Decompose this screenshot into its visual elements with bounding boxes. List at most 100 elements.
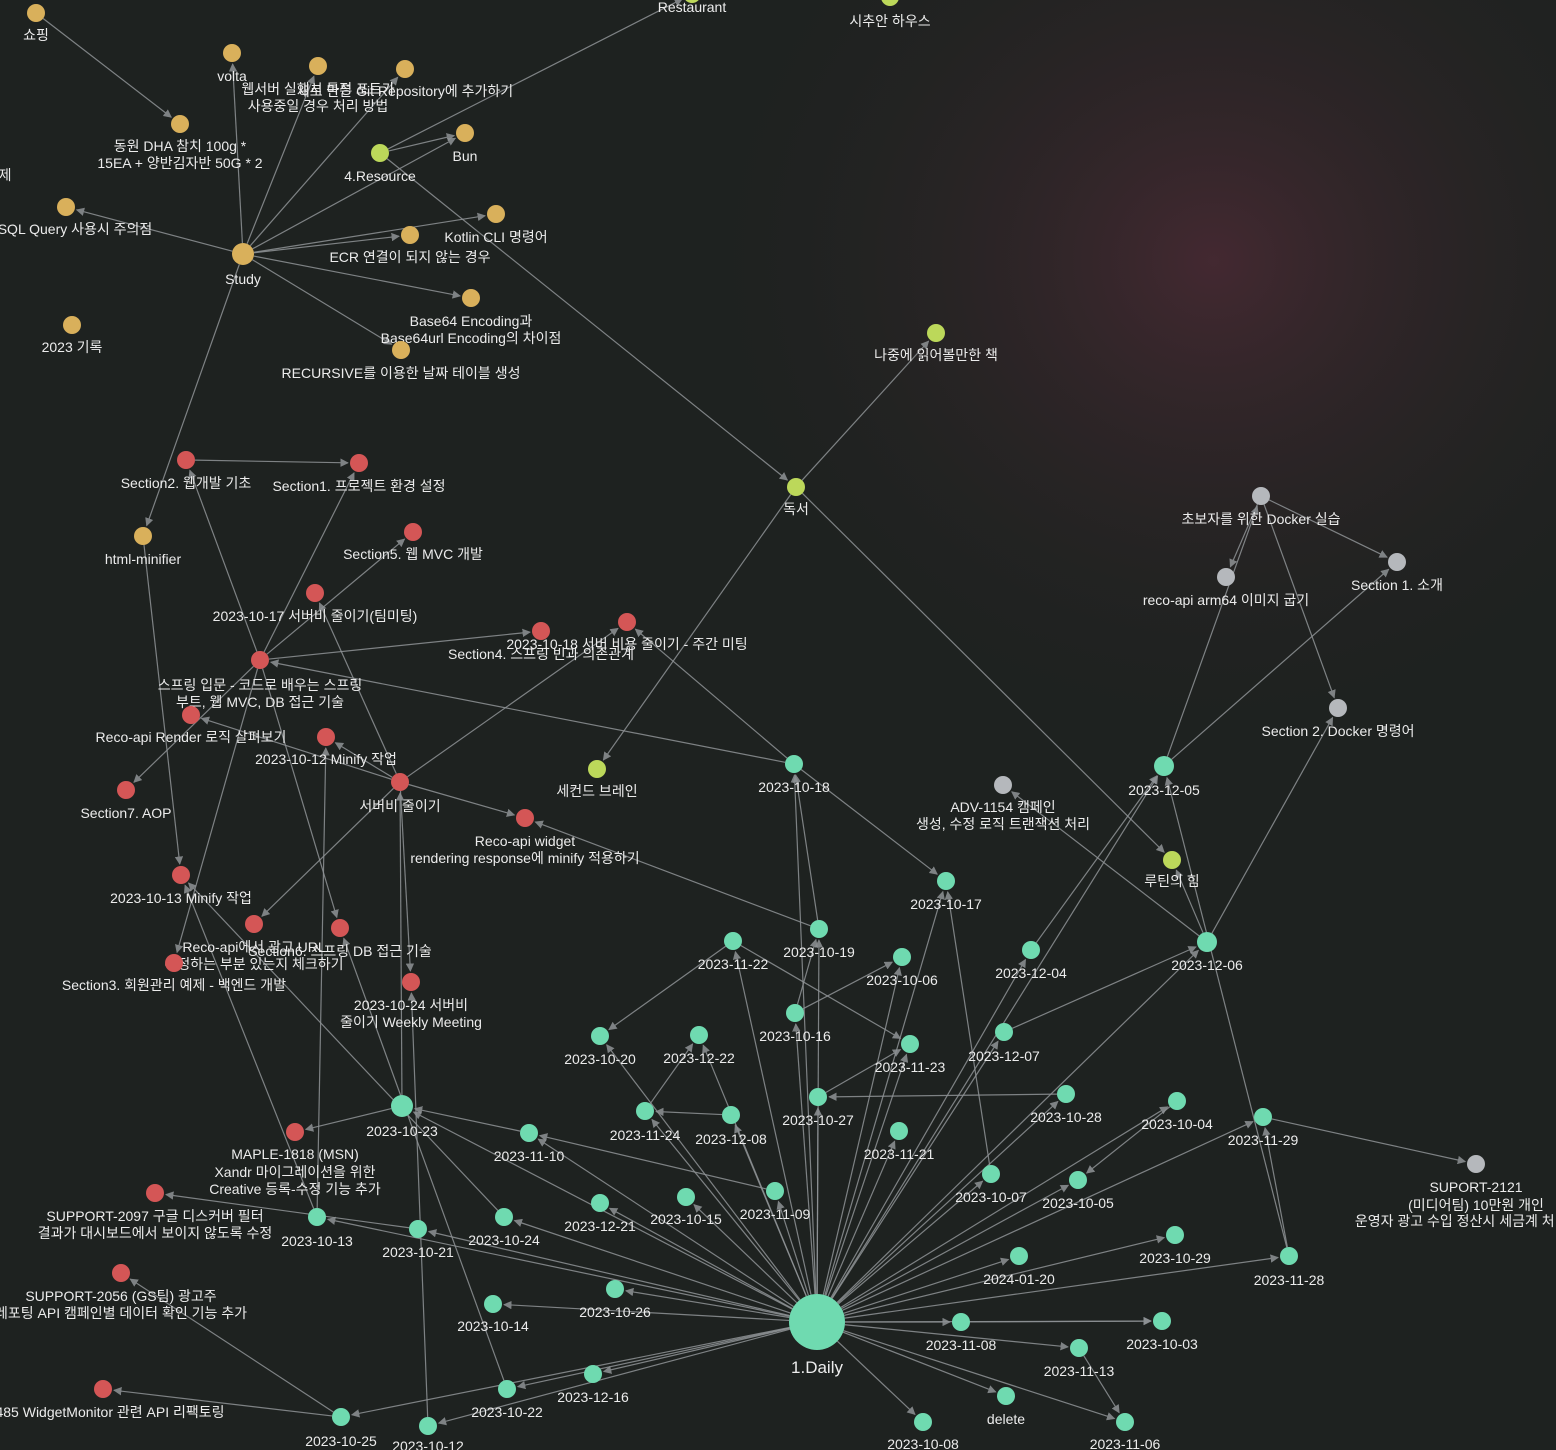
node-dot[interactable] xyxy=(350,454,368,472)
node-dot[interactable] xyxy=(1116,1413,1134,1431)
graph-node-study[interactable]: Study xyxy=(225,243,261,287)
graph-node-d1022[interactable]: 2023-10-22 xyxy=(471,1380,543,1420)
graph-node-m1017[interactable]: 2023-10-17 서버비 줄이기(팀미팅) xyxy=(213,584,418,624)
node-dot[interactable] xyxy=(636,1102,654,1120)
node-dot[interactable] xyxy=(901,1035,919,1053)
node-dot[interactable] xyxy=(63,316,81,334)
node-dot[interactable] xyxy=(391,1095,413,1117)
node-dot[interactable] xyxy=(308,1208,326,1226)
node-dot[interactable] xyxy=(251,651,269,669)
graph-node-d1221[interactable]: 2023-12-21 xyxy=(564,1194,636,1234)
graph-node-later[interactable]: 나중에 읽어볼만한 책 xyxy=(874,324,998,363)
graph-node-reading[interactable]: 독서 xyxy=(783,478,809,517)
node-dot[interactable] xyxy=(606,1280,624,1298)
node-dot[interactable] xyxy=(134,527,152,545)
node-dot[interactable] xyxy=(172,866,190,884)
node-dot[interactable] xyxy=(245,915,263,933)
node-dot[interactable] xyxy=(232,243,254,265)
node-dot[interactable] xyxy=(404,523,422,541)
node-dot[interactable] xyxy=(331,919,349,937)
graph-node-d1023[interactable]: 2023-10-23 xyxy=(366,1095,438,1139)
graph-node-arm64[interactable]: reco-api arm64 이미지 굽기 xyxy=(1143,568,1309,608)
node-dot[interactable] xyxy=(171,115,189,133)
node-dot[interactable] xyxy=(516,809,534,827)
node-dot[interactable] xyxy=(165,954,183,972)
graph-node-d1024[interactable]: 2023-10-24 xyxy=(468,1208,540,1248)
node-dot[interactable] xyxy=(766,1182,784,1200)
graph-node-d1206[interactable]: 2023-12-06 xyxy=(1171,932,1243,973)
node-dot[interactable] xyxy=(881,0,899,6)
node-dot[interactable] xyxy=(787,478,805,496)
graph-node-ecr[interactable]: ECR 연결이 되지 않는 경우 xyxy=(329,226,491,265)
graph-node-d1121[interactable]: 2023-11-21 xyxy=(864,1122,935,1162)
node-dot[interactable] xyxy=(789,1294,845,1350)
graph-node-htmlmin[interactable]: html-minifier xyxy=(105,527,182,567)
graph-node-d1113[interactable]: 2023-11-13 xyxy=(1044,1339,1115,1379)
node-dot[interactable] xyxy=(487,205,505,223)
node-dot[interactable] xyxy=(1254,1108,1272,1126)
node-dot[interactable] xyxy=(182,706,200,724)
graph-node-d1122[interactable]: 2023-11-22 xyxy=(698,932,769,972)
graph-node-sec3[interactable]: Section3. 회원관리 예제 - 백엔드 개발 xyxy=(62,954,286,993)
graph-node-routine[interactable]: 루틴의 힘 xyxy=(1144,851,1200,889)
graph-node-d1003[interactable]: 2023-10-03 xyxy=(1126,1312,1198,1352)
graph-node-daily[interactable]: 1.Daily xyxy=(789,1294,845,1377)
node-dot[interactable] xyxy=(1168,1092,1186,1110)
graph-node-d1016[interactable]: 2023-10-16 xyxy=(759,1004,831,1044)
node-dot[interactable] xyxy=(286,1123,304,1141)
node-dot[interactable] xyxy=(1163,851,1181,869)
graph-node-volta[interactable]: volta xyxy=(217,44,247,84)
graph-node-cost[interactable]: 서버비 줄이기 xyxy=(359,773,441,814)
graph-node-d1012[interactable]: 2023-10-12 xyxy=(392,1417,464,1450)
node-dot[interactable] xyxy=(462,289,480,307)
graph-node-gitrepo[interactable]: 새로 만든 Git Repository에 추가하기 xyxy=(297,60,513,99)
graph-node-sec5[interactable]: Section5. 웹 MVC 개발 xyxy=(343,523,483,562)
graph-node-d1222[interactable]: 2023-12-22 xyxy=(663,1026,735,1066)
node-dot[interactable] xyxy=(392,341,410,359)
node-dot[interactable] xyxy=(391,773,409,791)
node-dot[interactable] xyxy=(690,1026,708,1044)
node-dot[interactable] xyxy=(722,1106,740,1124)
graph-node-d1106[interactable]: 2023-11-06 xyxy=(1090,1413,1161,1450)
node-dot[interactable] xyxy=(520,1124,538,1142)
node-dot[interactable] xyxy=(1197,932,1217,952)
graph-node-d1015[interactable]: 2023-10-15 xyxy=(650,1188,722,1227)
graph-node-d1014[interactable]: 2023-10-14 xyxy=(457,1295,529,1334)
graph-node-d1026[interactable]: 2023-10-26 xyxy=(579,1280,651,1320)
graph-node-d1027[interactable]: 2023-10-27 xyxy=(782,1088,854,1128)
node-dot[interactable] xyxy=(1166,1226,1184,1244)
graph-node-d1019[interactable]: 2023-10-19 xyxy=(783,920,855,960)
graph-node-d1007[interactable]: 2023-10-07 xyxy=(955,1165,1027,1205)
graph-node-d1006[interactable]: 2023-10-06 xyxy=(866,948,938,988)
graph-node-d1004[interactable]: 2023-10-04 xyxy=(1141,1092,1213,1132)
graph-node-d1005[interactable]: 2023-10-05 xyxy=(1042,1171,1114,1211)
graph-node-d1021[interactable]: 2023-10-21 xyxy=(382,1220,454,1260)
node-dot[interactable] xyxy=(456,124,474,142)
node-dot[interactable] xyxy=(588,760,606,778)
graph-node-dsec2[interactable]: Section 2. Docker 명령어 xyxy=(1261,699,1415,739)
graph-node-d1028[interactable]: 2023-10-28 xyxy=(1030,1085,1102,1125)
graph-node-sichuan[interactable]: 시추안 하우스 xyxy=(849,0,931,29)
graph-node-d1110[interactable]: 2023-11-10 xyxy=(494,1124,565,1164)
graph-node-d1109[interactable]: 2023-11-09 xyxy=(740,1182,811,1222)
node-dot[interactable] xyxy=(591,1027,609,1045)
node-dot[interactable] xyxy=(1153,1312,1171,1330)
node-dot[interactable] xyxy=(1154,756,1174,776)
graph-node-d1008[interactable]: 2023-10-08 xyxy=(887,1413,959,1450)
node-dot[interactable] xyxy=(952,1313,970,1331)
graph-node-d1029[interactable]: 2023-10-29 xyxy=(1139,1226,1211,1266)
node-dot[interactable] xyxy=(890,1122,908,1140)
node-dot[interactable] xyxy=(785,755,803,773)
graph-node-d1204[interactable]: 2023-12-04 xyxy=(995,941,1067,981)
graph-node-recursive[interactable]: RECURSIVE를 이용한 날짜 테이블 생성 xyxy=(282,341,521,381)
graph-node-min1013[interactable]: 2023-10-13 Minify 작업 xyxy=(110,866,252,906)
node-dot[interactable] xyxy=(618,613,636,631)
node-dot[interactable] xyxy=(786,1004,804,1022)
node-dot[interactable] xyxy=(532,622,550,640)
graph-node-d1207[interactable]: 2023-12-07 xyxy=(968,1023,1040,1064)
node-dot[interactable] xyxy=(495,1208,513,1226)
